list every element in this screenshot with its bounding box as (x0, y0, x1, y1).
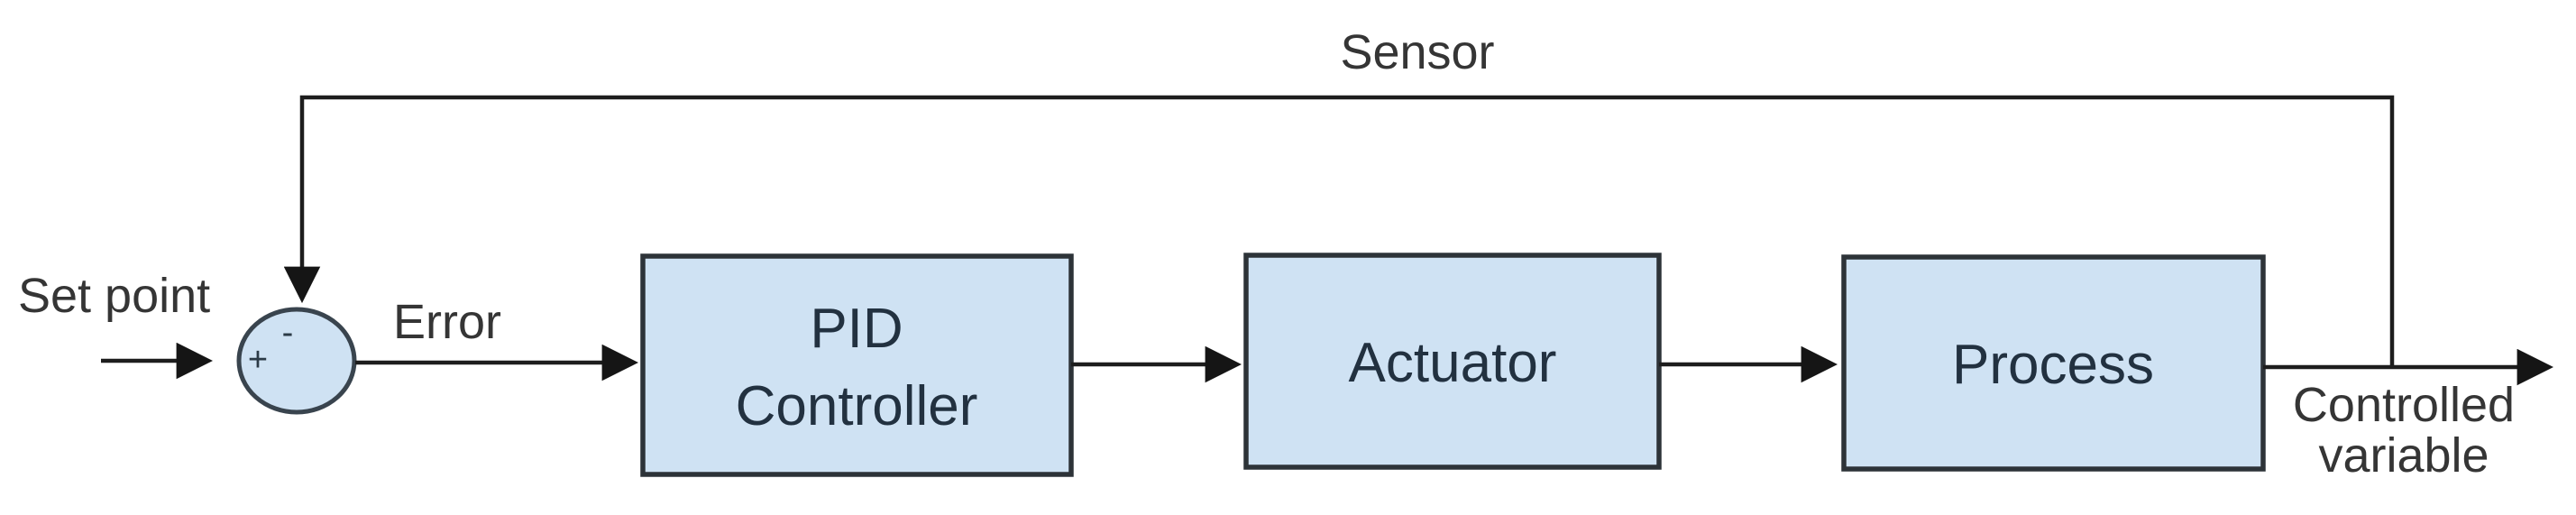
summing-junction (236, 307, 357, 415)
process-block (1841, 254, 2266, 472)
summing-minus-sign: - (282, 314, 294, 352)
controlled-variable-label-line1: Controlled (2293, 378, 2515, 432)
pid-controller-block (640, 253, 1074, 477)
actuator-label: Actuator (1349, 332, 1557, 394)
pid-controller-label-line1: PID (810, 298, 903, 360)
pid-controller-label-line2: Controller (736, 375, 978, 437)
sensor-feedback-line (283, 95, 2395, 367)
process-label: Process (1952, 334, 2154, 396)
set-point-label: Set point (18, 269, 210, 323)
actuator-block (1243, 253, 1662, 470)
summing-plus-sign: + (248, 341, 268, 379)
sensor-label: Sensor (1340, 25, 1494, 79)
error-label: Error (393, 295, 501, 349)
controlled-variable-label-line2: variable (2318, 428, 2489, 483)
